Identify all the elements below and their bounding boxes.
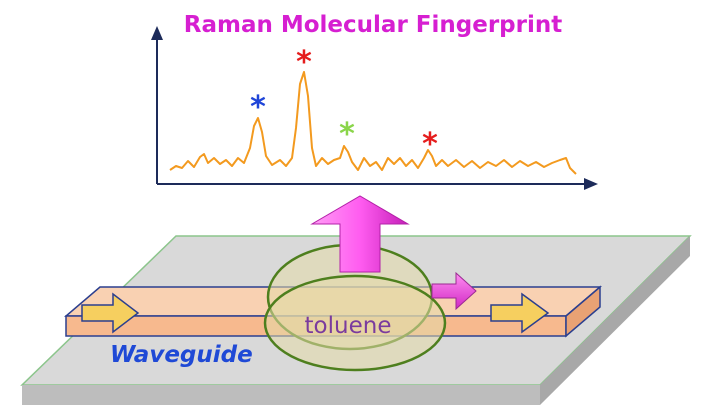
signal-up-arrow-icon xyxy=(310,195,410,273)
peak-marker-red-small: * xyxy=(422,127,438,162)
analyte-label: toluene xyxy=(305,313,392,339)
raman-scatter-arrow-icon xyxy=(431,271,477,311)
peak-marker-green: * xyxy=(339,117,355,152)
peak-marker-blue: * xyxy=(250,90,266,125)
peak-marker-red-main: * xyxy=(296,45,312,80)
analyte-cloud-lower xyxy=(263,274,447,372)
waveguide-label: Waveguide xyxy=(110,342,253,368)
raman-spectrum-line xyxy=(169,71,577,175)
output-light-arrow-icon xyxy=(490,292,550,334)
spectrum-axes xyxy=(151,26,598,190)
input-light-arrow-icon xyxy=(81,292,140,334)
chart-title: Raman Molecular Fingerprint xyxy=(184,12,562,38)
